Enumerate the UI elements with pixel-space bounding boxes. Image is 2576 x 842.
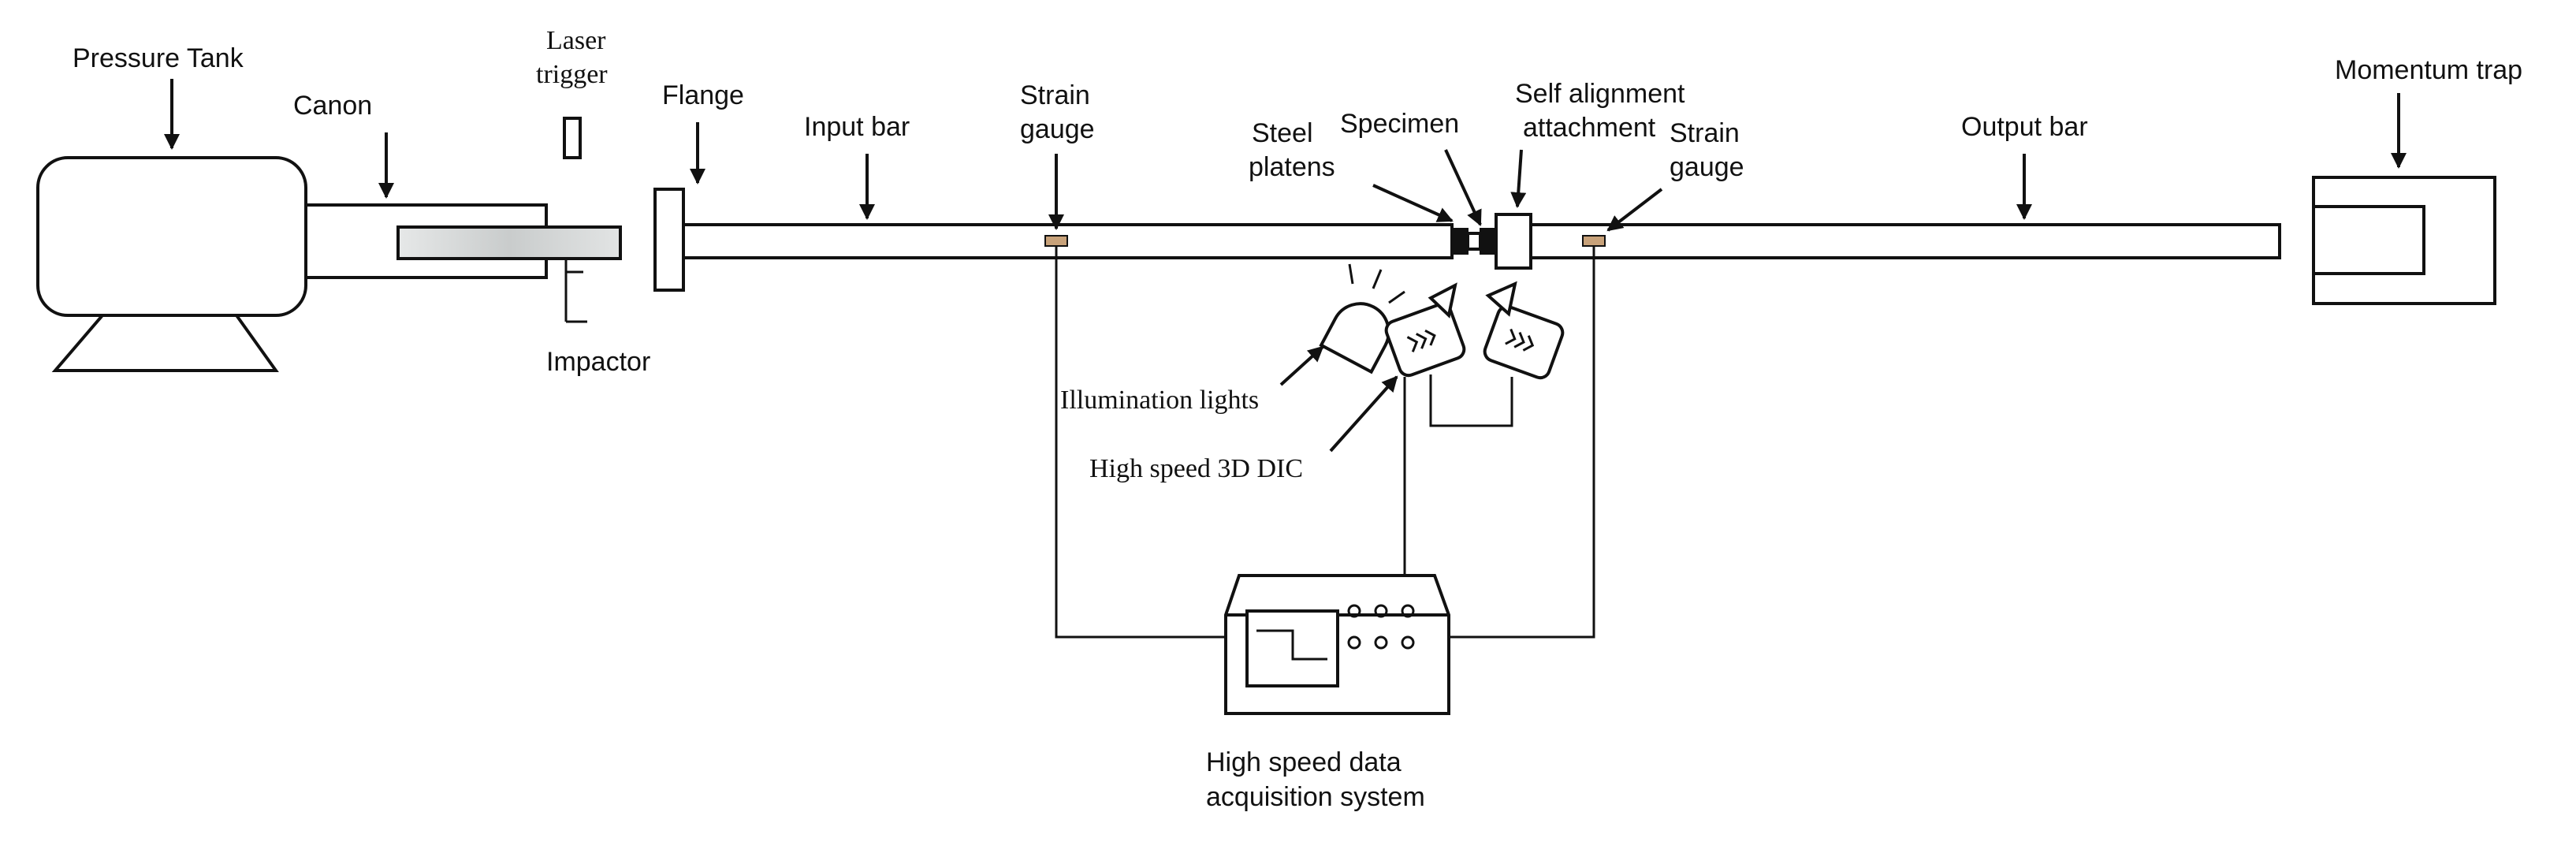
daq-knobs <box>1347 604 1415 650</box>
strain-gauge-1-label-line1: Strain <box>1020 80 1090 110</box>
data-acquisition-system <box>1224 574 1450 715</box>
self-alignment-attachment <box>1495 213 1532 270</box>
strain-gauge-1-label-line2: gauge <box>1020 114 1095 144</box>
strain-gauge-input <box>1044 235 1068 247</box>
wire-output-gauge <box>1449 246 1595 639</box>
specimen-assembly <box>1451 213 1532 270</box>
illumination-arrow <box>1279 345 1324 386</box>
self-alignment-label-line1: Self alignment <box>1515 79 1685 109</box>
laser-trigger-label-line1: Laser <box>546 26 606 55</box>
dic-arrow <box>1329 375 1398 453</box>
steel-platen-left <box>1451 228 1469 255</box>
steel-platen-right <box>1480 228 1497 255</box>
dic-camera-right <box>1483 281 1565 380</box>
laser-trigger <box>563 117 582 159</box>
momentum-trap-label: Momentum trap <box>2335 55 2522 85</box>
canon-label: Canon <box>293 91 372 121</box>
wire-input-gauge <box>1055 246 1230 639</box>
laser-trigger-label-line2: trigger <box>536 60 608 89</box>
dic-camera-left <box>1384 282 1466 378</box>
impactor-label: Impactor <box>546 347 650 377</box>
strain-gauge-2-arrow <box>1606 188 1663 232</box>
self-alignment-arrow <box>1510 149 1527 208</box>
steel-platens-label-line2: platens <box>1249 152 1335 182</box>
strain-gauge-2-label-line1: Strain <box>1670 118 1740 148</box>
light-ray-2 <box>1372 269 1383 289</box>
self-alignment-label-line2: attachment <box>1523 113 1656 143</box>
daq-label-line2: acquisition system <box>1206 782 1425 812</box>
camera-link-cable <box>1429 374 1513 427</box>
steel-platens-arrow <box>1372 184 1454 222</box>
flange <box>653 188 685 292</box>
flange-label: Flange <box>662 80 744 110</box>
pressure-tank <box>36 156 307 372</box>
strain-gauge-output <box>1582 235 1606 247</box>
daq-waveform <box>1256 629 1327 661</box>
strain-gauge-2-label-line2: gauge <box>1670 152 1744 182</box>
momentum-trap <box>2312 176 2496 305</box>
output-bar-label: Output bar <box>1961 112 2088 142</box>
high-speed-dic-label: High speed 3D DIC <box>1089 454 1303 483</box>
specimen-label: Specimen <box>1340 109 1459 139</box>
illumination-lights-label: Illumination lights <box>1060 386 1259 415</box>
output-bar <box>1529 223 2281 259</box>
light-ray-3 <box>1388 290 1405 304</box>
pressure-tank-label: Pressure Tank <box>73 43 244 73</box>
daq-label-line1: High speed data <box>1206 747 1402 777</box>
specimen-arrow <box>1444 149 1482 226</box>
steel-platens-label-line1: Steel <box>1252 118 1313 148</box>
impactor <box>396 225 622 260</box>
input-bar-label: Input bar <box>804 112 910 142</box>
light-ray-1 <box>1348 263 1354 285</box>
specimen <box>1466 232 1482 251</box>
